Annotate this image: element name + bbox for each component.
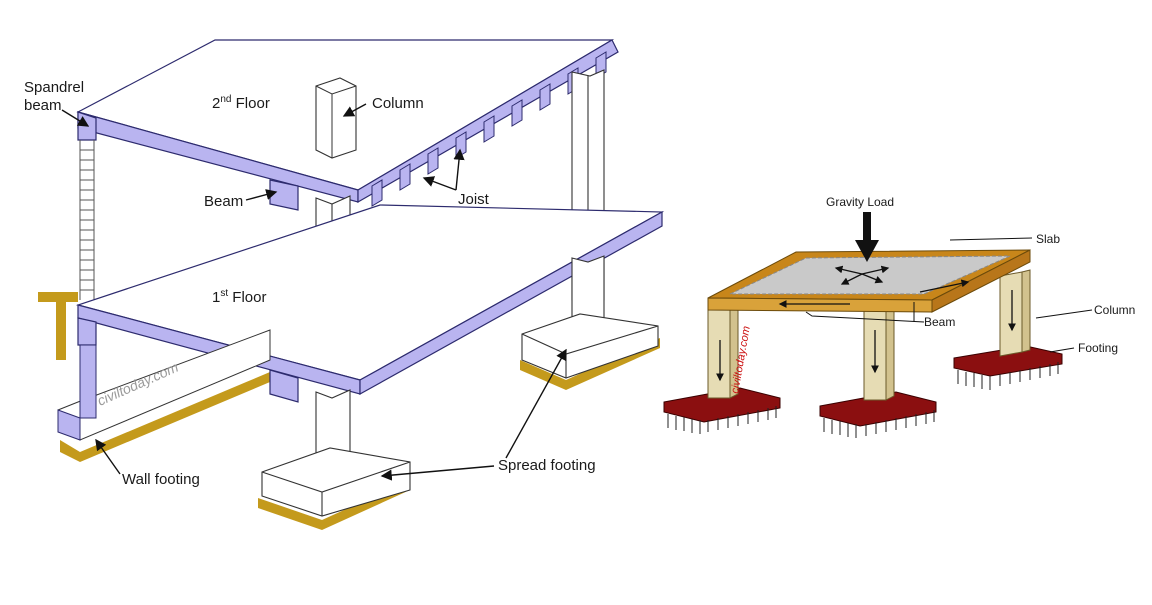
right-leader-lines [805, 237, 1093, 353]
floor1-word: Floor [228, 289, 266, 306]
left-leader-arrows [61, 103, 567, 481]
label-spandrel-1: Spandrel [24, 79, 84, 96]
label-column-right: Column [1094, 303, 1135, 317]
label-spandrel-2: beam [24, 97, 62, 114]
label-wall-footing: Wall footing [122, 471, 200, 488]
floor2-sup: nd [220, 94, 231, 105]
floor2-num: 2 [212, 95, 220, 112]
load-arrows [716, 265, 1016, 382]
wall-footing-shape [57, 329, 271, 441]
label-joist: Joist [458, 191, 490, 208]
right-footings [663, 345, 1063, 427]
slab-frame [707, 249, 1031, 313]
ground-strips [38, 292, 660, 530]
label-slab: Slab [1036, 232, 1060, 246]
label-beam-right: Beam [924, 315, 955, 329]
floor1-sup: st [220, 288, 228, 299]
label-first-floor: 1st Floor [212, 288, 266, 306]
masonry-wall [79, 140, 95, 300]
label-spread-footing: Spread footing [498, 457, 596, 474]
label-column-left: Column [372, 95, 424, 112]
load-path-diagram: Gravity Load Slab Column Beam Footing ci… [663, 195, 1135, 438]
label-beam-left: Beam [204, 193, 243, 210]
building-section-diagram: Spandrel beam 2nd Floor Column Beam Jois… [24, 39, 665, 530]
label-second-floor: 2nd Floor [212, 94, 270, 112]
label-footing: Footing [1078, 341, 1118, 355]
soil-hatching [667, 362, 1059, 438]
floor1-num: 1 [212, 289, 220, 306]
gravity-load-arrow [855, 212, 879, 262]
floor2-word: Floor [231, 95, 269, 112]
second-floor-slab [76, 39, 619, 211]
label-gravity-load: Gravity Load [826, 195, 894, 209]
